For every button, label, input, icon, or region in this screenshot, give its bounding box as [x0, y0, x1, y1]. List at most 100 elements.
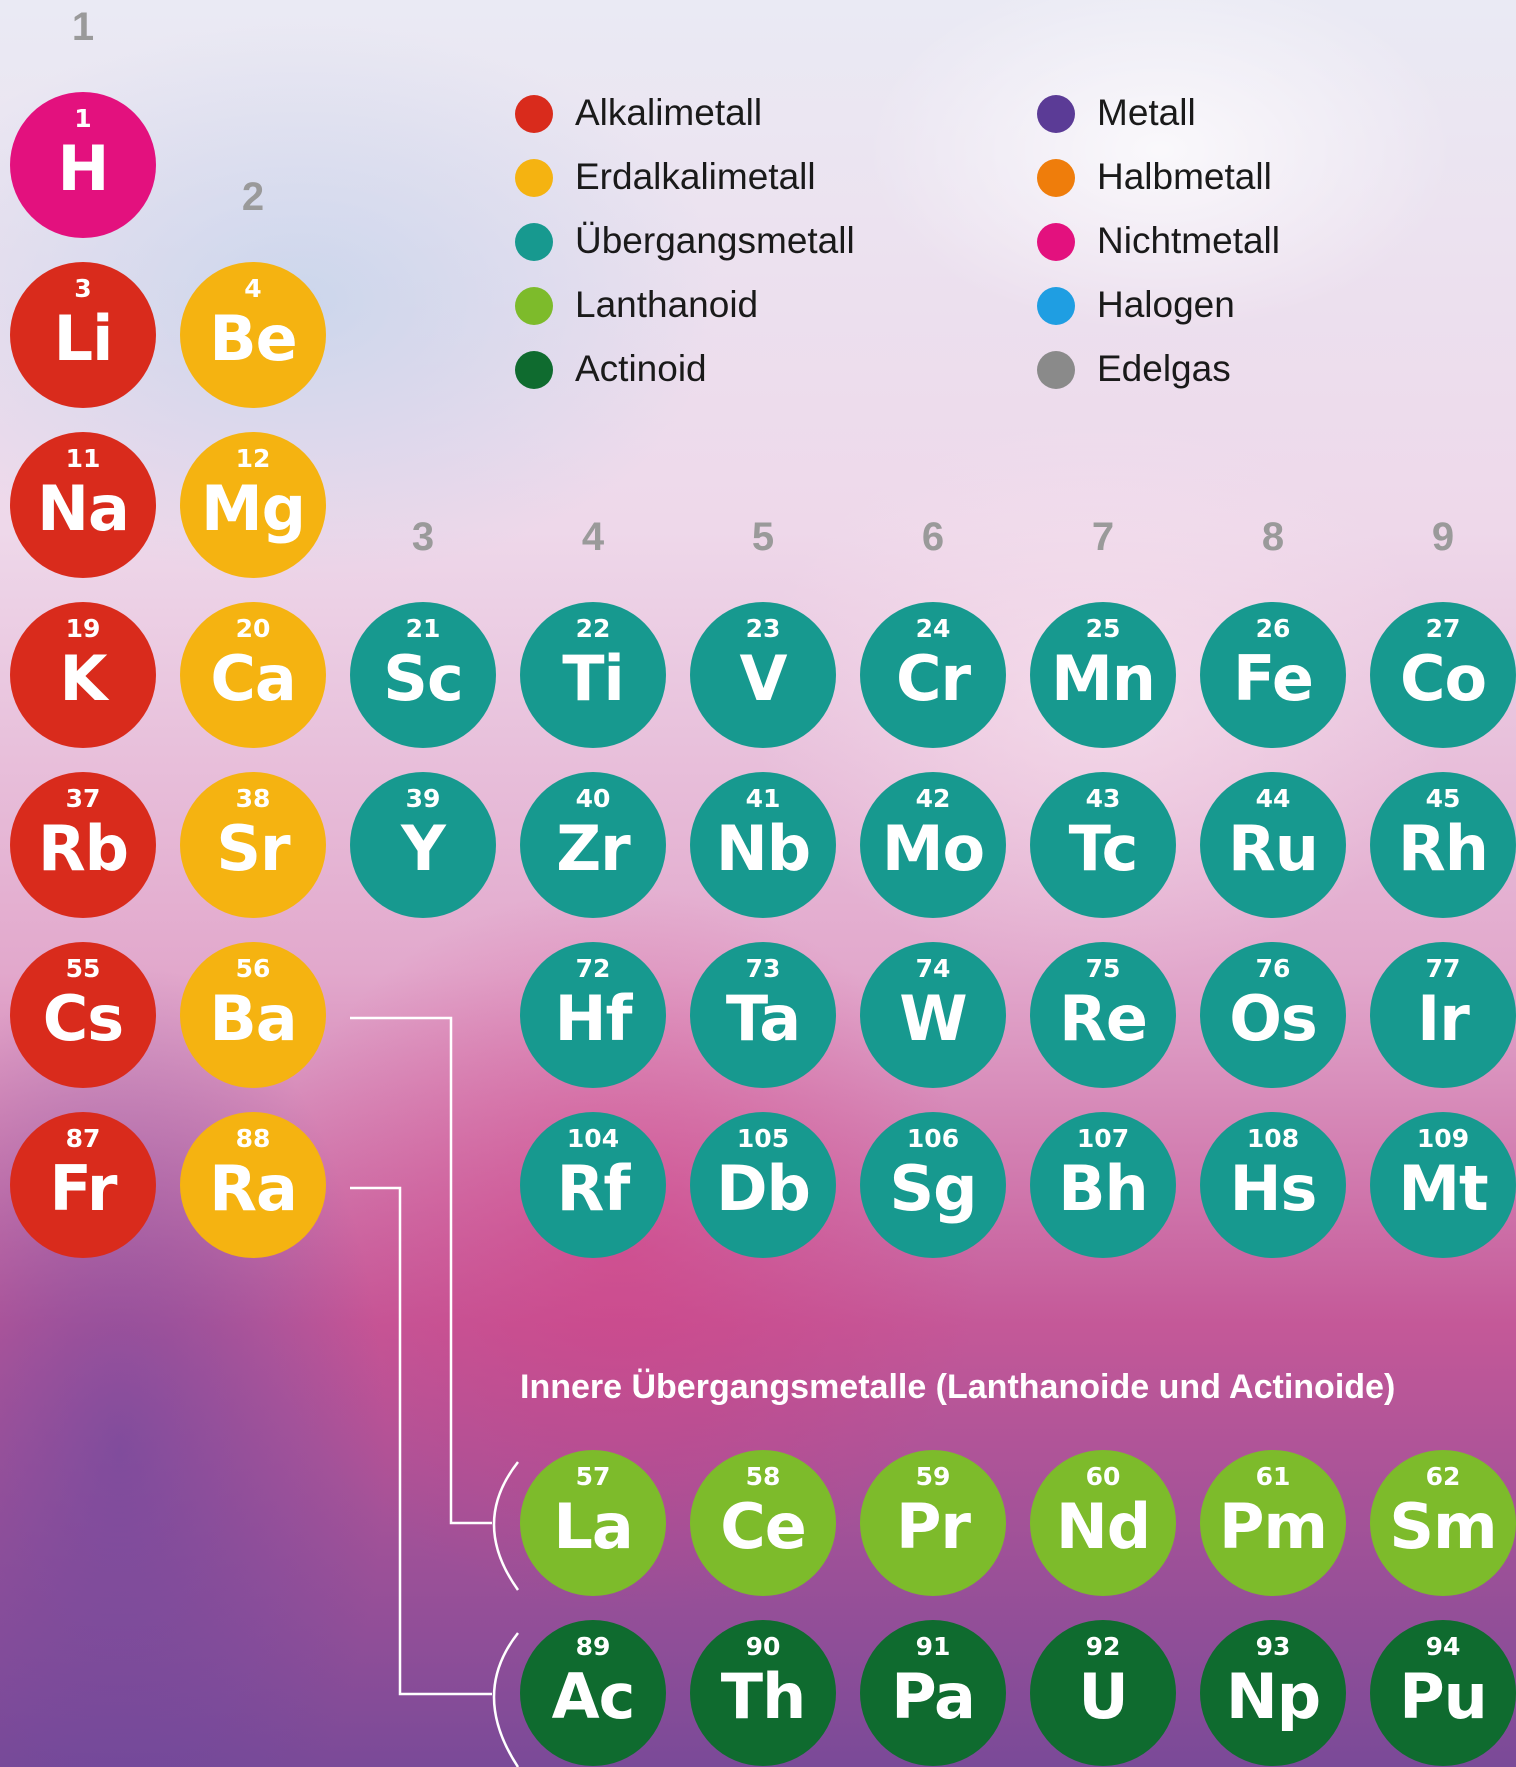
- legend-color-dot: [1037, 351, 1075, 389]
- atomic-number: 43: [1085, 784, 1121, 813]
- connector-actinoids: [350, 1186, 492, 1696]
- atomic-number: 56: [235, 954, 271, 983]
- element-symbol: Hs: [1229, 1152, 1318, 1225]
- element-symbol: K: [59, 642, 107, 715]
- element-symbol: Ta: [725, 982, 801, 1055]
- bracket-actinoids: [492, 1632, 520, 1767]
- group-number-label: 8: [1261, 515, 1285, 559]
- atomic-number: 75: [1085, 954, 1121, 983]
- atomic-number: 26: [1255, 614, 1291, 643]
- element-symbol: Ir: [1417, 982, 1470, 1055]
- legend-label: Alkalimetall: [575, 92, 763, 133]
- element-symbol: Fe: [1233, 642, 1314, 715]
- atomic-number: 44: [1255, 784, 1291, 813]
- element-symbol: Ru: [1228, 812, 1319, 885]
- element-symbol: V: [739, 642, 788, 715]
- element-symbol: Th: [720, 1660, 806, 1733]
- legend-color-dot: [515, 223, 553, 261]
- atomic-number: 90: [745, 1632, 781, 1661]
- element-symbol: Ti: [562, 642, 625, 715]
- element-symbol: Re: [1059, 982, 1148, 1055]
- element-symbol: Rf: [556, 1152, 631, 1225]
- element-symbol: Sg: [889, 1152, 977, 1225]
- atomic-number: 104: [566, 1124, 620, 1153]
- element-symbol: Sc: [383, 642, 463, 715]
- atomic-number: 24: [915, 614, 951, 643]
- legend-color-dot: [515, 95, 553, 133]
- legend-label: Halbmetall: [1097, 156, 1272, 197]
- atomic-number: 59: [915, 1462, 951, 1491]
- legend-label: Edelgas: [1097, 348, 1231, 389]
- atomic-number: 27: [1425, 614, 1461, 643]
- atomic-number: 55: [65, 954, 101, 983]
- group-number-label: 4: [581, 515, 605, 559]
- element-symbol: Bh: [1058, 1152, 1148, 1225]
- atomic-number: 72: [575, 954, 611, 983]
- group-number-label: 2: [241, 175, 265, 219]
- atomic-number: 25: [1085, 614, 1121, 643]
- element-symbol: Mt: [1398, 1152, 1488, 1225]
- atomic-number: 74: [915, 954, 951, 983]
- atomic-number: 11: [65, 444, 101, 473]
- atomic-number: 94: [1425, 1632, 1461, 1661]
- legend-label: Halogen: [1097, 284, 1235, 325]
- atomic-number: 22: [575, 614, 611, 643]
- legend-label: Actinoid: [575, 348, 707, 389]
- legend-label: Übergangsmetall: [575, 220, 855, 261]
- atomic-number: 19: [65, 614, 101, 643]
- element-symbol: Pr: [895, 1490, 971, 1563]
- element-symbol: W: [899, 982, 967, 1055]
- bracket-lanthanoids: [492, 1461, 520, 1591]
- element-symbol: U: [1078, 1660, 1128, 1733]
- element-symbol: Y: [401, 812, 446, 885]
- element-symbol: Sm: [1389, 1490, 1497, 1563]
- atomic-number: 88: [235, 1124, 271, 1153]
- atomic-number: 62: [1425, 1462, 1461, 1491]
- element-symbol: Be: [209, 302, 297, 375]
- atomic-number: 106: [906, 1124, 960, 1153]
- atomic-number: 58: [745, 1462, 781, 1491]
- atomic-number: 76: [1255, 954, 1291, 983]
- legend-color-dot: [515, 351, 553, 389]
- element-symbol: Nd: [1055, 1490, 1151, 1563]
- element-symbol: Nb: [715, 812, 811, 885]
- element-symbol: Li: [53, 302, 114, 375]
- element-symbol: Os: [1229, 982, 1318, 1055]
- group-number-label: 1: [71, 5, 95, 49]
- element-symbol: Tc: [1068, 812, 1139, 885]
- atomic-number: 107: [1076, 1124, 1130, 1153]
- element-symbol: Rh: [1398, 812, 1489, 885]
- group-number-label: 3: [411, 515, 435, 559]
- legend-color-dot: [1037, 287, 1075, 325]
